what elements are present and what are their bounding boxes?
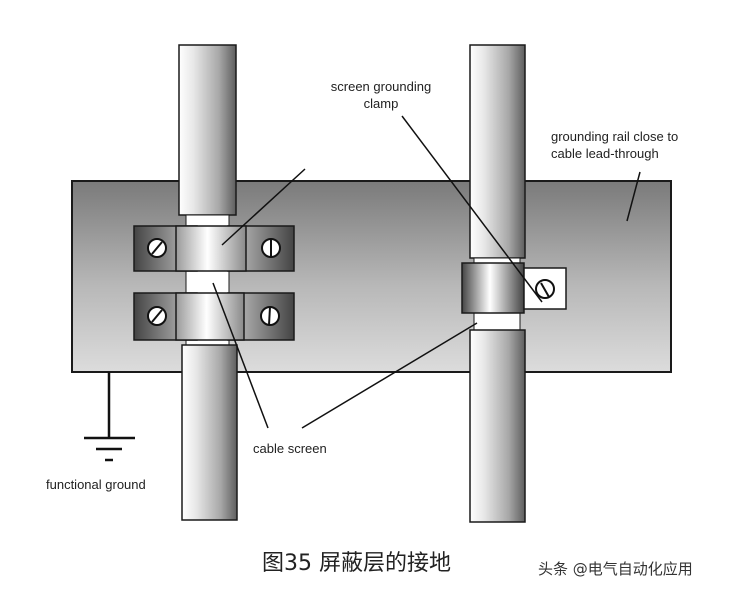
right-screen-clamp-ring bbox=[461, 262, 525, 314]
label-cable-screen: cable screen bbox=[253, 441, 327, 456]
upper-screen-clamp bbox=[133, 225, 295, 272]
left-cable bbox=[133, 44, 295, 521]
leader-clamp-left bbox=[221, 168, 306, 246]
screw-icon bbox=[260, 306, 280, 326]
screw-icon bbox=[147, 238, 167, 258]
label-screen-grounding-clamp-2: clamp bbox=[364, 96, 399, 111]
left-cable-upper-jacket bbox=[178, 44, 237, 216]
screw-icon bbox=[535, 279, 555, 299]
lower-screen-clamp bbox=[133, 292, 295, 341]
leader-clamp-right bbox=[401, 115, 543, 303]
label-grounding-rail-2: cable lead-through bbox=[551, 146, 659, 161]
figure-caption: 图35 屏蔽层的接地 bbox=[262, 551, 451, 576]
ground-symbol-icon bbox=[84, 372, 135, 462]
screw-icon bbox=[261, 238, 281, 258]
grounding-rail bbox=[71, 180, 672, 373]
right-cable bbox=[461, 44, 567, 523]
leader-rail bbox=[626, 171, 641, 222]
leader-screen-right bbox=[301, 322, 478, 429]
label-functional-ground: functional ground bbox=[46, 477, 146, 492]
label-grounding-rail: grounding rail close to bbox=[551, 129, 678, 144]
leader-screen-left bbox=[212, 282, 269, 429]
left-cable-lower-jacket bbox=[181, 344, 238, 521]
screw-icon bbox=[147, 306, 167, 326]
leader-lines bbox=[212, 115, 641, 429]
right-cable-lower-jacket bbox=[469, 329, 526, 523]
right-cable-upper-jacket bbox=[469, 44, 526, 259]
watermark: 头条 @电气自动化应用 bbox=[538, 560, 693, 578]
label-screen-grounding-clamp: screen grounding bbox=[331, 79, 431, 94]
